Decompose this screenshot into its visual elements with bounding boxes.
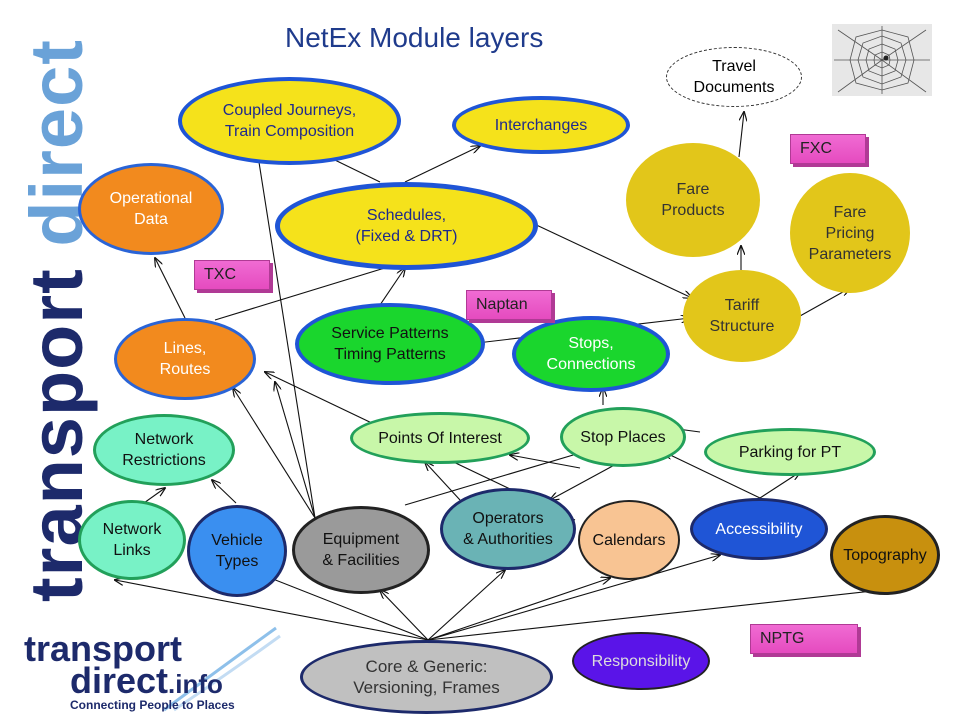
core-generic-node: Core & Generic:Versioning, Frames: [300, 640, 553, 714]
parking-for-pt-node: Parking for PT: [704, 428, 876, 476]
lines-routes-node: Lines,Routes: [114, 318, 256, 400]
logo-line1: transport: [24, 628, 183, 669]
spider-web-image: [832, 24, 932, 96]
transport-direct-info-logo: transport direct.info Connecting People …: [14, 622, 284, 712]
fxc-tag: FXC: [790, 134, 866, 164]
points-of-interest-node: Points Of Interest: [350, 412, 530, 464]
logo-line2: direct.info: [70, 660, 223, 701]
equipment-facilities-node: Equipment& Facilities: [292, 506, 430, 594]
accessibility-node: Accessibility: [690, 498, 828, 560]
interchanges-node: Interchanges: [452, 96, 630, 154]
naptan-tag: Naptan: [466, 290, 552, 320]
logo-tagline: Connecting People to Places: [70, 698, 235, 712]
logo-swoosh-icon: [163, 626, 281, 712]
stop-places-node: Stop Places: [560, 407, 686, 467]
diagram-title: NetEx Module layers: [285, 22, 544, 53]
coupled-journeys-node: Coupled Journeys,Train Composition: [178, 77, 401, 165]
operators-authorities-node: Operators& Authorities: [440, 488, 576, 570]
nptg-tag: NPTG: [750, 624, 858, 654]
stops-connections-node: Stops,Connections: [512, 316, 670, 392]
schedules-node: Schedules,(Fixed & DRT): [275, 182, 538, 270]
topography-node: Topography: [830, 515, 940, 595]
calendars-node: Calendars: [578, 500, 680, 580]
txc-tag: TXC: [194, 260, 270, 290]
responsibility-node: Responsibility: [572, 632, 710, 690]
spider-web-icon: [834, 26, 930, 94]
